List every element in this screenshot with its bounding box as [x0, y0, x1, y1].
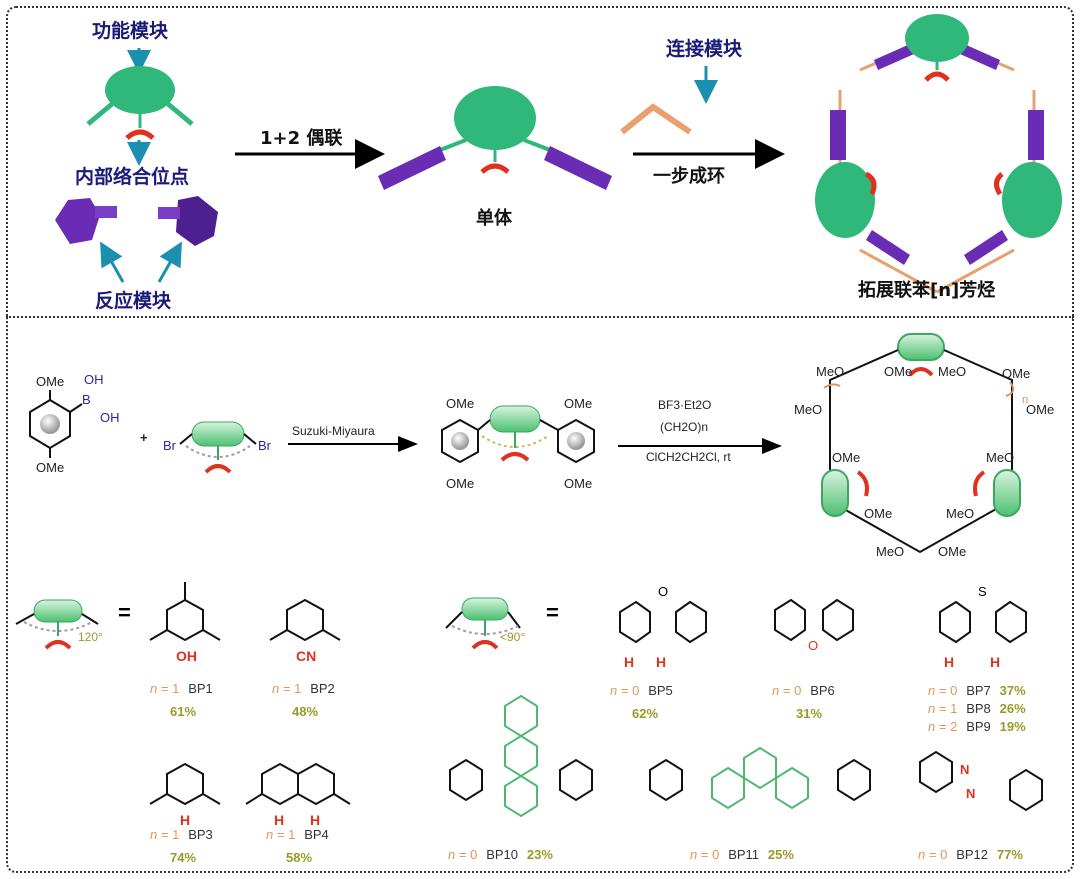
- ome-label: OMe: [564, 396, 593, 411]
- bp4-structure: [261, 762, 299, 806]
- cn-group: CN: [296, 648, 317, 664]
- condition-solvent: ClCH2CH2Cl, rt: [646, 450, 731, 464]
- ome-label: OMe: [564, 476, 593, 491]
- ome-label: OMe: [36, 374, 65, 389]
- bottom-panel: [6, 316, 1074, 873]
- n-atom-label: N: [960, 762, 970, 777]
- reactive-core-pill: [191, 421, 245, 447]
- monomer-label: 单体: [476, 208, 512, 229]
- compound-bp5: n = 0 BP5: [610, 683, 673, 698]
- yield-bp3: 74%: [170, 850, 197, 865]
- pyrene-core: [743, 746, 777, 790]
- h-label: H: [990, 654, 1001, 670]
- internal-binding-site-label: 内部络合位点: [75, 166, 190, 188]
- linker-module-label: 连接模块: [666, 38, 743, 60]
- monomer-arm-right: [544, 146, 612, 190]
- h-label: H: [180, 812, 191, 828]
- ome-label: OMe: [884, 364, 913, 379]
- compound-bp1: n = 1 BP1: [150, 681, 213, 696]
- ome-label: OMe: [446, 396, 475, 411]
- n-atom-label: N: [966, 786, 976, 801]
- ome-label: OMe: [864, 506, 893, 521]
- oh-label: OH: [100, 410, 120, 425]
- cyclization-label: 一步成环: [653, 166, 725, 187]
- ome-label: OMe: [1002, 366, 1031, 381]
- bp3-structure: [166, 762, 204, 806]
- monomer-arm-left: [378, 146, 446, 190]
- br-label: Br: [258, 438, 271, 453]
- compound-bp3: n = 1 BP3: [150, 827, 213, 842]
- yield-bp2: 48%: [292, 704, 319, 719]
- equals-sign: =: [118, 600, 131, 625]
- h-label: H: [944, 654, 955, 670]
- meo-label: MeO: [938, 364, 967, 379]
- meo-label: MeO: [986, 450, 1015, 465]
- compound-bp8: n = 1 BP8 26%: [928, 701, 1026, 716]
- meo-label: MeO: [794, 402, 823, 417]
- compound-bp4: n = 1 BP4: [266, 827, 329, 842]
- yield-bp1: 61%: [170, 704, 197, 719]
- functional-module-label: 功能模块: [92, 20, 169, 42]
- plus-sign: +: [140, 430, 148, 445]
- h-label: H: [624, 654, 635, 670]
- oh-label: OH: [84, 372, 104, 387]
- bp7-structure: [939, 600, 971, 644]
- coupling-label: 1+2 偶联: [260, 128, 343, 149]
- o-label: O: [808, 638, 819, 653]
- compound-bp6: n = 0 BP6: [772, 683, 835, 698]
- oh-group: OH: [176, 648, 197, 664]
- meo-label: MeO: [816, 364, 845, 379]
- monomer-core: [454, 86, 536, 150]
- suzuki-miyaura-label: Suzuki-Miyaura: [292, 424, 375, 438]
- yield-bp4: 58%: [286, 850, 313, 865]
- yield-bp5: 62%: [632, 706, 659, 721]
- ome-label: OMe: [446, 476, 475, 491]
- binding-site-icon: [125, 129, 155, 140]
- br-label: Br: [163, 438, 176, 453]
- top-schematic: [55, 14, 1062, 294]
- h-label: H: [310, 812, 321, 828]
- bp6-structure: [774, 598, 806, 642]
- s-label: S: [978, 584, 987, 599]
- extended-biphenarene-ring: [815, 14, 1062, 294]
- angle-90-label: <90°: [500, 630, 526, 644]
- product-label: 拓展联苯[n]芳烃: [858, 280, 996, 301]
- reactive-module-right: [176, 196, 218, 246]
- reactive-module-label: 反应模块: [95, 290, 172, 312]
- h-label: H: [274, 812, 285, 828]
- compound-bp9: n = 2 BP9 19%: [928, 719, 1026, 734]
- h-label: H: [656, 654, 667, 670]
- angle-120-label: 120°: [78, 630, 103, 644]
- bp5-structure: [619, 600, 651, 644]
- compound-bp11: n = 0 BP11 25%: [690, 847, 794, 862]
- yield-bp6: 31%: [796, 706, 823, 721]
- macrocycle-structure: [821, 333, 1021, 554]
- bp10-structure: [449, 758, 483, 802]
- condition-reagent: BF3·Et2O: [658, 398, 712, 412]
- ome-label: OMe: [1026, 402, 1055, 417]
- reactive-module-left: [55, 198, 100, 244]
- compound-bp7: n = 0 BP7 37%: [928, 683, 1026, 698]
- ome-label: OMe: [832, 450, 861, 465]
- compound-bp12: n = 0 BP12 77%: [918, 847, 1023, 862]
- condition-reagent: (CH2O)n: [660, 420, 709, 434]
- bp11-structure: [649, 758, 683, 802]
- linker-module-shape: [620, 103, 692, 135]
- functional-module-shape: [105, 66, 175, 114]
- bp1-structure: [166, 598, 204, 642]
- repeat-n-label: n: [1022, 394, 1029, 406]
- bp12-structure: [919, 750, 953, 794]
- meo-label: MeO: [876, 544, 905, 559]
- equals-sign: =: [546, 600, 559, 625]
- ome-label: OMe: [938, 544, 967, 559]
- anthracene-core: [504, 734, 538, 778]
- boron-label: B: [82, 392, 91, 407]
- o-label: O: [658, 584, 669, 599]
- bp2-structure: [286, 598, 324, 642]
- top-panel: [6, 6, 1074, 316]
- compound-bp2: n = 1 BP2: [272, 681, 335, 696]
- meo-label: MeO: [946, 506, 975, 521]
- compound-bp10: n = 0 BP10 23%: [448, 847, 553, 862]
- ome-label: OMe: [36, 460, 65, 475]
